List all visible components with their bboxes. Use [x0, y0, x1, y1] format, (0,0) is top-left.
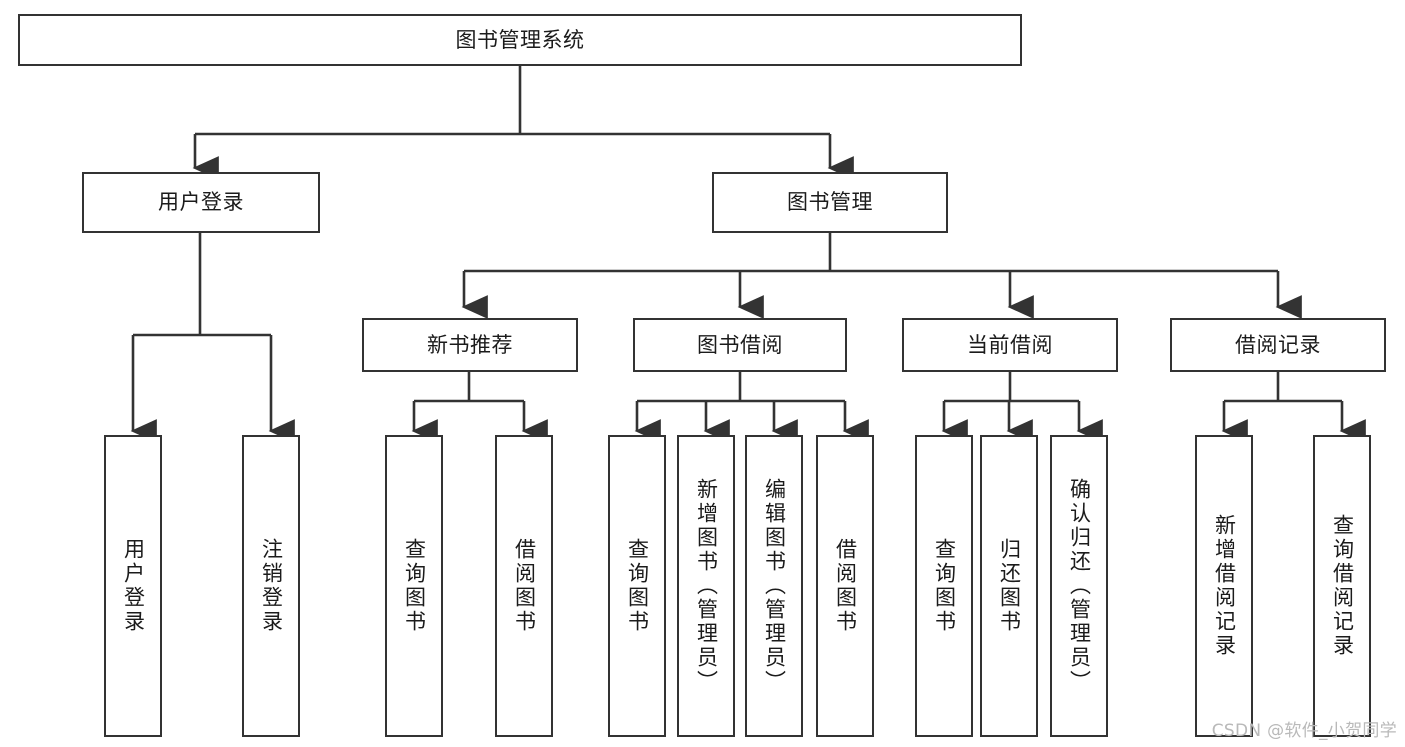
node-leaf-borrow-book-1-label: 借阅图书 [512, 538, 537, 634]
node-leaf-query-book-2-label: 查询图书 [625, 538, 650, 634]
node-root[interactable]: 图书管理系统 [18, 14, 1022, 66]
node-leaf-borrow-book-2[interactable]: 借阅图书 [816, 435, 874, 737]
node-leaf-query-record[interactable]: 查询借阅记录 [1313, 435, 1371, 737]
node-current-borrow[interactable]: 当前借阅 [902, 318, 1118, 372]
node-leaf-query-book-1-label: 查询图书 [402, 538, 427, 634]
node-new-book-rec-label: 新书推荐 [427, 332, 513, 357]
node-leaf-return-book-label: 归还图书 [997, 538, 1022, 634]
node-leaf-logout-label: 注销登录 [259, 538, 284, 634]
node-leaf-borrow-book-1[interactable]: 借阅图书 [495, 435, 553, 737]
node-leaf-confirm-return[interactable]: 确认归还（管理员） [1050, 435, 1108, 737]
node-new-book-rec[interactable]: 新书推荐 [362, 318, 578, 372]
node-user-login-label: 用户登录 [158, 190, 244, 215]
node-leaf-user-login-label: 用户登录 [121, 538, 146, 634]
watermark: CSDN @软件_小贺同学 [1211, 721, 1397, 741]
node-leaf-add-record-label: 新增借阅记录 [1212, 514, 1237, 658]
node-leaf-return-book[interactable]: 归还图书 [980, 435, 1038, 737]
node-leaf-confirm-return-label: 确认归还（管理员） [1067, 478, 1092, 694]
node-current-borrow-label: 当前借阅 [967, 332, 1053, 357]
node-book-manage[interactable]: 图书管理 [712, 172, 948, 233]
node-borrow-record-label: 借阅记录 [1235, 332, 1321, 357]
node-leaf-add-book[interactable]: 新增图书（管理员） [677, 435, 735, 737]
node-leaf-user-login[interactable]: 用户登录 [104, 435, 162, 737]
node-leaf-edit-book-label: 编辑图书（管理员） [762, 478, 787, 694]
node-book-borrow[interactable]: 图书借阅 [633, 318, 847, 372]
node-leaf-add-book-label: 新增图书（管理员） [694, 478, 719, 694]
node-leaf-query-book-3[interactable]: 查询图书 [915, 435, 973, 737]
node-book-manage-label: 图书管理 [787, 190, 873, 215]
node-borrow-record[interactable]: 借阅记录 [1170, 318, 1386, 372]
node-leaf-add-record[interactable]: 新增借阅记录 [1195, 435, 1253, 737]
node-leaf-edit-book[interactable]: 编辑图书（管理员） [745, 435, 803, 737]
node-leaf-query-book-3-label: 查询图书 [932, 538, 957, 634]
node-book-borrow-label: 图书借阅 [697, 332, 783, 357]
node-leaf-query-book-1[interactable]: 查询图书 [385, 435, 443, 737]
node-leaf-logout[interactable]: 注销登录 [242, 435, 300, 737]
node-leaf-borrow-book-2-label: 借阅图书 [833, 538, 858, 634]
node-leaf-query-record-label: 查询借阅记录 [1330, 514, 1355, 658]
node-root-label: 图书管理系统 [455, 27, 585, 52]
node-leaf-query-book-2[interactable]: 查询图书 [608, 435, 666, 737]
node-user-login[interactable]: 用户登录 [82, 172, 320, 233]
